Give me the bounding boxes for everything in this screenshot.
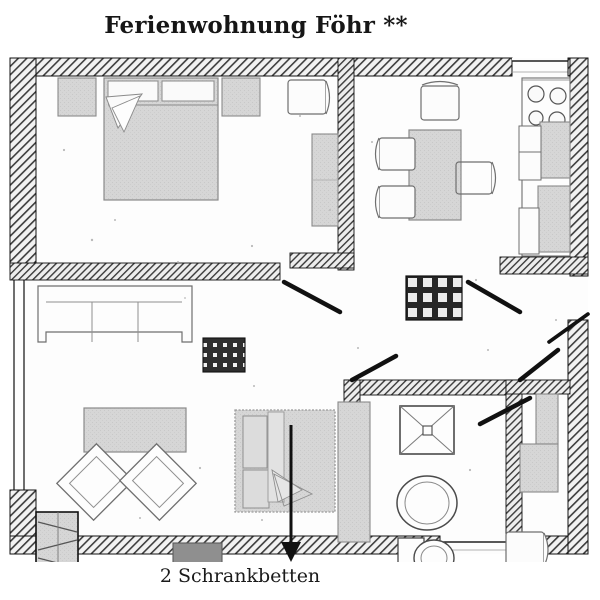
furniture-wardrobe-bedroom [311, 133, 339, 227]
room-bedroom [57, 77, 339, 227]
furniture-dining-table [408, 129, 462, 221]
furniture-wardrobe-corner [35, 511, 79, 562]
furniture-double-bed [103, 77, 219, 201]
furniture-dining-chair-west-upper [374, 137, 416, 171]
furniture-armchair-left [55, 442, 135, 522]
fixture-toilet [413, 539, 455, 562]
furniture-armchair-hall [505, 531, 549, 562]
furniture-side-table-checker [202, 337, 246, 373]
furniture-dining-chair-east [455, 161, 497, 195]
scan-speckle [62, 115, 557, 521]
wall-bed-arrow [281, 425, 301, 562]
door-living-hall [349, 353, 399, 383]
furniture-tv-unit [172, 542, 223, 562]
furniture-wall-bed-2 [337, 401, 371, 543]
furniture-base-cabinet-3 [518, 207, 540, 255]
furniture-counter-upper [539, 121, 571, 179]
room-bathroom [396, 405, 458, 562]
door-bath [547, 312, 590, 344]
furniture-dining-chair-north [420, 80, 460, 121]
exterior-walls [9, 57, 589, 555]
furniture-dining-chair-west-lower [374, 185, 416, 219]
room-living [35, 285, 371, 562]
furniture-armchair-bedroom [287, 79, 331, 115]
furniture-cabinet-hall [519, 443, 559, 493]
page-title: Ferienwohnung Föhr ** [104, 12, 408, 39]
furniture-sideboard [83, 407, 187, 453]
door-entry [517, 347, 561, 383]
stair-grate [405, 275, 463, 321]
room-kitchen [518, 77, 571, 257]
door-hall-right [477, 395, 533, 427]
door-dining-hall [465, 279, 523, 315]
furniture-nightstand-right [221, 77, 261, 117]
door-swings [281, 279, 590, 427]
fixture-bathtub [396, 475, 458, 531]
furniture-base-cabinet-1 [518, 125, 542, 153]
furniture-nightstand-left [57, 77, 97, 117]
furniture-armchair-right [118, 442, 198, 522]
furniture-base-cabinet-2 [518, 151, 542, 181]
room-dining [374, 80, 497, 221]
furniture-sofa [37, 285, 193, 343]
room-hallway [505, 393, 559, 562]
furniture-counter-lower [537, 185, 571, 253]
furniture-wall-bed [234, 409, 336, 513]
plan-caption: 2 Schrankbetten [159, 565, 321, 587]
floor-plan-drawing [0, 50, 600, 562]
door-bedroom-hall [281, 279, 343, 315]
furniture-shelf-tall [535, 393, 559, 445]
fixture-shower-tray [399, 405, 455, 455]
